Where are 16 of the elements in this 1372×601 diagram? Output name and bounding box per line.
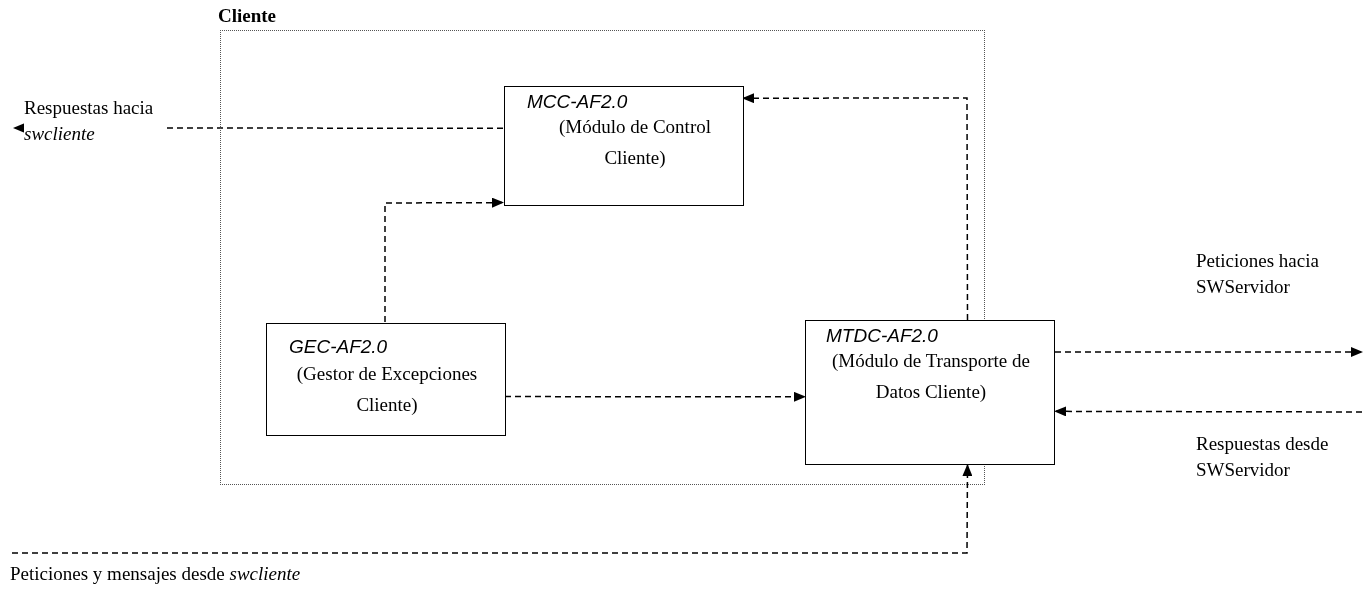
process-box <box>504 86 744 206</box>
arrow <box>1054 347 1363 357</box>
process-box <box>805 320 1055 465</box>
box-text: (Módulo de Control Cliente) <box>558 115 712 170</box>
arrow <box>384 197 504 323</box>
group-title: Cliente <box>218 5 277 27</box>
box-text: (Módulo de Transporte de Datos Cliente) <box>831 349 1031 404</box>
arrow <box>11 464 973 554</box>
arrow <box>742 93 969 321</box>
box-title: GEC-AF2.0 <box>289 336 388 358</box>
arrow <box>504 391 806 402</box>
arrow <box>1054 406 1363 417</box>
box-title: MCC-AF2.0 <box>527 91 628 113</box>
process-box <box>266 323 506 436</box>
box-text: (Gestor de Excepciones Cliente) <box>295 362 479 417</box>
box-title: MTDC-AF2.0 <box>826 325 938 347</box>
